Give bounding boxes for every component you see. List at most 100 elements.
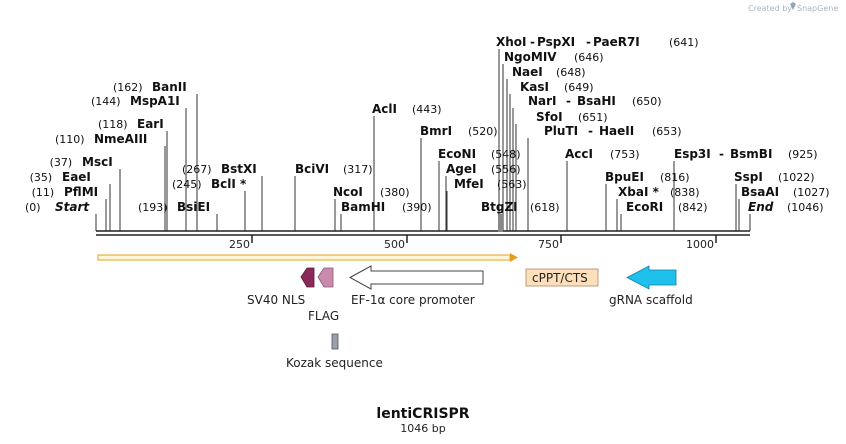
site-position-acli: (443)	[412, 103, 442, 116]
site-nmeaiii[interactable]: (110)NmeAIII	[55, 132, 147, 146]
site-name-bsahi: BsaHI	[577, 94, 616, 108]
site-start[interactable]: (0)Start	[25, 200, 90, 214]
site-name-mspa1i: MspA1I	[130, 94, 180, 108]
site-separator: -	[719, 147, 724, 161]
feature-sv40-nls[interactable]	[300, 267, 315, 288]
site-name-kasi: KasI	[520, 80, 549, 94]
site-xbai[interactable]: (838) XbaI *	[618, 185, 700, 199]
site-bsahi[interactable]: (650)-BsaHI	[566, 94, 662, 108]
site-position-bpuei: (816)	[660, 171, 690, 184]
feature-label-cpptcts: cPPT/CTS	[532, 271, 588, 285]
site-name-bcivi: BciVI	[295, 162, 329, 176]
ruler-tick-label: 250	[229, 238, 250, 251]
site-position-bsahi: (650)	[632, 95, 662, 108]
site-eaei[interactable]: (35)EaeI	[30, 170, 91, 184]
site-position-msci: (37)	[50, 156, 73, 169]
feature-grna-scaffold[interactable]	[626, 265, 677, 290]
site-bsaai[interactable]: (1027)BsaAI	[741, 185, 830, 199]
site-position-sfoi: (651)	[578, 111, 608, 124]
site-pflmi[interactable]: (11)PflMI	[32, 185, 99, 199]
site-bcivi[interactable]: (317) BciVI	[295, 162, 373, 176]
site-position-pflmi: (11)	[32, 186, 55, 199]
snapgene-logo	[790, 2, 796, 10]
site-position-eaei: (35)	[30, 171, 53, 184]
site-xhoi[interactable]: XhoI	[496, 35, 527, 49]
site-esp3i[interactable]: Esp3I	[674, 147, 711, 161]
site-name-eari: EarI	[137, 117, 164, 131]
site-pluti[interactable]: PluTI	[544, 124, 578, 138]
site-position-ngomiv: (646)	[574, 51, 604, 64]
credit-brand: SnapGene	[797, 4, 838, 13]
site-position-sspi: (1022)	[778, 171, 815, 184]
site-bamhi[interactable]: (390)BamHI	[341, 200, 432, 214]
site-paer7i[interactable]: (641)-PaeR7I	[586, 35, 699, 49]
site-name-xbai: XbaI *	[618, 185, 660, 199]
site-position-mfei: (563)	[497, 178, 527, 191]
site-position-ncoi: (380)	[380, 186, 410, 199]
feature-kozak-sequence[interactable]	[331, 333, 339, 350]
site-bstxi[interactable]: (267)BstXI	[182, 162, 257, 176]
site-name-sfoi: SfoI	[536, 110, 563, 124]
site-bmri[interactable]: (520)BmrI	[420, 124, 498, 138]
site-position-eari: (118)	[98, 118, 128, 131]
site-name-xhoi: XhoI	[496, 35, 527, 49]
site-mfei[interactable]: (563) MfeI	[454, 177, 527, 191]
site-banii[interactable]: (162)BanII	[113, 80, 187, 94]
site-name-ecori: EcoRI	[626, 200, 663, 214]
site-position-mspa1i: (144)	[91, 95, 121, 108]
feature-cpptcts[interactable]: cPPT/CTS	[525, 268, 599, 287]
site-name-ncoi: NcoI	[333, 185, 363, 199]
site-pspxi[interactable]: -PspXI	[530, 35, 575, 49]
site-position-bcivi: (317)	[343, 163, 373, 176]
site-bpuei[interactable]: (816)BpuEI	[605, 170, 690, 184]
site-ncoi[interactable]: (380) NcoI	[333, 185, 410, 199]
site-acci[interactable]: (753)AccI	[565, 147, 640, 161]
feature-flag[interactable]	[317, 267, 334, 288]
btgzi-marker	[498, 214, 503, 232]
site-nari[interactable]: NarI	[528, 94, 557, 108]
map-title: lentiCRISPR	[376, 406, 469, 422]
site-name-bsmbi: BsmBI	[730, 147, 772, 161]
site-name-ngomiv: NgoMIV	[504, 50, 557, 64]
credit-text: Created by	[748, 4, 792, 13]
site-acli[interactable]: (443) AclI	[372, 102, 442, 116]
site-ecori[interactable]: (842)EcoRI	[626, 200, 708, 214]
site-end[interactable]: (1046)End	[748, 200, 824, 214]
site-name-sspi: SspI	[734, 170, 763, 184]
site-sfoi[interactable]: (651) SfoI	[536, 110, 608, 124]
site-naei[interactable]: (648)NaeI	[512, 65, 586, 79]
site-bsiei[interactable]: (193)BsiEI	[138, 200, 210, 214]
site-name-banii: BanII	[152, 80, 187, 94]
site-bcli[interactable]: (245)BclI *	[172, 177, 247, 191]
site-name-naei: NaeI	[512, 65, 543, 79]
site-mspa1i[interactable]: (144) MspA1I	[91, 94, 180, 108]
site-name-mfei: MfeI	[454, 177, 484, 191]
site-name-acli: AclI	[372, 102, 397, 116]
feature-ef1a-core-promoter[interactable]	[348, 265, 484, 290]
site-name-pspxi: PspXI	[537, 35, 575, 49]
ruler-tick-label: 500	[384, 238, 405, 251]
site-sspi[interactable]: (1022) SspI	[734, 170, 815, 184]
site-position-bstxi: (267)	[182, 163, 212, 176]
site-position-bsmbi: (925)	[788, 148, 818, 161]
site-btgzi[interactable]: (618)BtgZI	[481, 200, 560, 214]
site-econi[interactable]: (548)EcoNI	[438, 147, 521, 161]
site-msci[interactable]: (37) MscI	[50, 155, 113, 169]
site-kasi[interactable]: (649)KasI	[520, 80, 594, 94]
site-haeii[interactable]: (653)-HaeII	[588, 124, 682, 138]
site-ngomiv[interactable]: (646) NgoMIV	[504, 50, 604, 64]
site-name-pluti: PluTI	[544, 124, 578, 138]
site-name-msci: MscI	[82, 155, 113, 169]
site-position-bsiei: (193)	[138, 201, 168, 214]
site-name-econi: EcoNI	[438, 147, 476, 161]
site-position-xbai: (838)	[670, 186, 700, 199]
feature-label-kozak-sequence: Kozak sequence	[286, 356, 383, 370]
site-name-bsaai: BsaAI	[741, 185, 779, 199]
site-eari[interactable]: (118) EarI	[98, 117, 164, 131]
site-bsmbi[interactable]: (925) -BsmBI	[719, 147, 818, 161]
site-agei[interactable]: (556)AgeI	[446, 162, 521, 176]
feature-label-grna-scaffold: gRNA scaffold	[609, 293, 693, 307]
site-name-nari: NarI	[528, 94, 557, 108]
site-labels: (0)Start(11)PflMI(35)EaeI(37) MscI (110)Nm…	[25, 35, 830, 214]
